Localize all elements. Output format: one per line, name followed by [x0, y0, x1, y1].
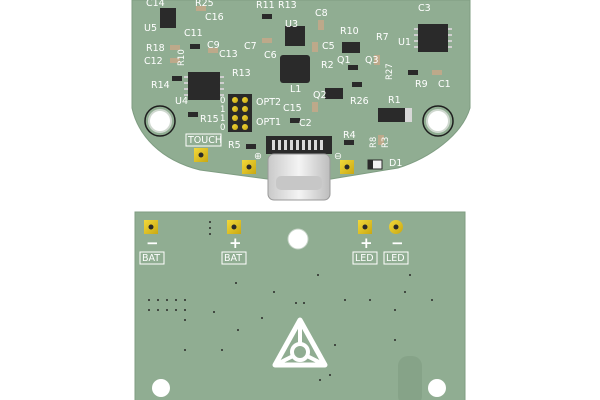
- hole-top-center: [287, 228, 309, 250]
- logo-icon: [272, 317, 328, 368]
- label-c1: C1: [438, 79, 451, 90]
- ic-pins: [184, 28, 452, 96]
- bat-minus-symbol: −: [146, 234, 159, 252]
- led-plus-symbol: +: [360, 234, 373, 252]
- label-c14: C14: [146, 0, 165, 9]
- usb-plus-symbol: ⊕: [254, 151, 262, 162]
- hole-bottom-left: [152, 379, 170, 397]
- opt-jumpers: [228, 94, 252, 132]
- opt-digit-3: 1: [220, 114, 225, 124]
- label-r9: R9: [415, 79, 428, 90]
- label-r7: R7: [376, 32, 389, 43]
- ic-u4: [188, 72, 220, 100]
- resistor-r1: [378, 108, 412, 122]
- label-r5: R5: [228, 140, 241, 151]
- top-board: C14 R25 U5 C16 R11 R13 C8 C3 U3 R10 U1 C…: [131, 0, 471, 201]
- opt-digit-4: 0: [220, 123, 225, 133]
- top-board-labels: C14 R25 U5 C16 R11 R13 C8 C3 U3 R10 U1 C…: [144, 0, 451, 169]
- bat-plus-label: BAT: [224, 253, 242, 264]
- ic-u3: [285, 26, 305, 46]
- label-r11: R11: [256, 0, 275, 11]
- label-r15: R15: [200, 114, 219, 125]
- label-q3: Q3: [365, 55, 379, 66]
- label-c5: C5: [322, 41, 335, 52]
- label-r18: R18: [146, 43, 165, 54]
- label-u1: U1: [398, 37, 411, 48]
- label-c15: C15: [283, 103, 302, 114]
- label-opt2: OPT2: [256, 97, 281, 108]
- label-c2: C2: [299, 118, 312, 129]
- label-c16: C16: [205, 12, 224, 23]
- label-opt1: OPT1: [256, 117, 281, 128]
- label-c9: C9: [207, 40, 220, 51]
- led-minus-symbol: −: [391, 234, 404, 252]
- label-r13-b: R13: [232, 68, 251, 79]
- label-u3: U3: [285, 19, 298, 30]
- label-r2: R2: [321, 60, 334, 71]
- label-c13: C13: [219, 49, 238, 60]
- label-c8: C8: [315, 8, 328, 19]
- hole-bottom-right: [428, 379, 446, 397]
- opt-digit-1: 0: [220, 96, 225, 106]
- label-l1: L1: [290, 84, 301, 95]
- led-minus-label: LED: [386, 253, 405, 264]
- mounting-hole-right: [422, 105, 454, 137]
- bat-minus-label: BAT: [142, 253, 160, 264]
- mounting-hole-left: [144, 105, 176, 137]
- label-r14: R14: [151, 80, 170, 91]
- label-touch: TOUCH: [187, 135, 222, 146]
- ic-u1: [418, 24, 448, 52]
- ic-u5: [160, 8, 176, 28]
- label-r4: R4: [343, 130, 356, 141]
- bat-plus-symbol: +: [229, 234, 242, 252]
- label-r10-b: R10: [177, 49, 187, 66]
- led-plus-label: LED: [355, 253, 374, 264]
- label-r1: R1: [388, 95, 401, 106]
- label-r25: R25: [195, 0, 214, 9]
- label-r27: R27: [385, 63, 395, 80]
- resistor-r1-cap: [405, 108, 412, 122]
- opt-digit-2: 1: [220, 105, 225, 115]
- label-u5: U5: [144, 23, 157, 34]
- label-r26: R26: [350, 96, 369, 107]
- label-c6: C6: [264, 50, 277, 61]
- label-q1: Q1: [337, 55, 351, 66]
- label-d1: D1: [389, 158, 402, 169]
- label-r3: R3: [381, 137, 391, 148]
- label-r8: R8: [369, 137, 379, 148]
- ic-l1-inductor: [280, 55, 310, 83]
- bottom-board-cutout: [398, 356, 422, 400]
- bottom-board: − BAT + BAT + LED − LED: [134, 211, 466, 400]
- label-r10-a: R10: [340, 26, 359, 37]
- label-c7: C7: [244, 41, 257, 52]
- transistor-q2: [325, 88, 343, 99]
- label-c3: C3: [418, 3, 431, 14]
- label-c12: C12: [144, 56, 163, 67]
- usb-c-connector: [266, 136, 332, 201]
- label-q2: Q2: [313, 90, 327, 101]
- transistor-q1: [342, 42, 360, 53]
- vias: [148, 221, 433, 381]
- usb-minus-symbol: ⊖: [334, 151, 342, 162]
- passive-components: [170, 6, 442, 170]
- label-u4: U4: [175, 96, 188, 107]
- label-c11: C11: [184, 28, 203, 39]
- label-r13-a: R13: [278, 0, 297, 11]
